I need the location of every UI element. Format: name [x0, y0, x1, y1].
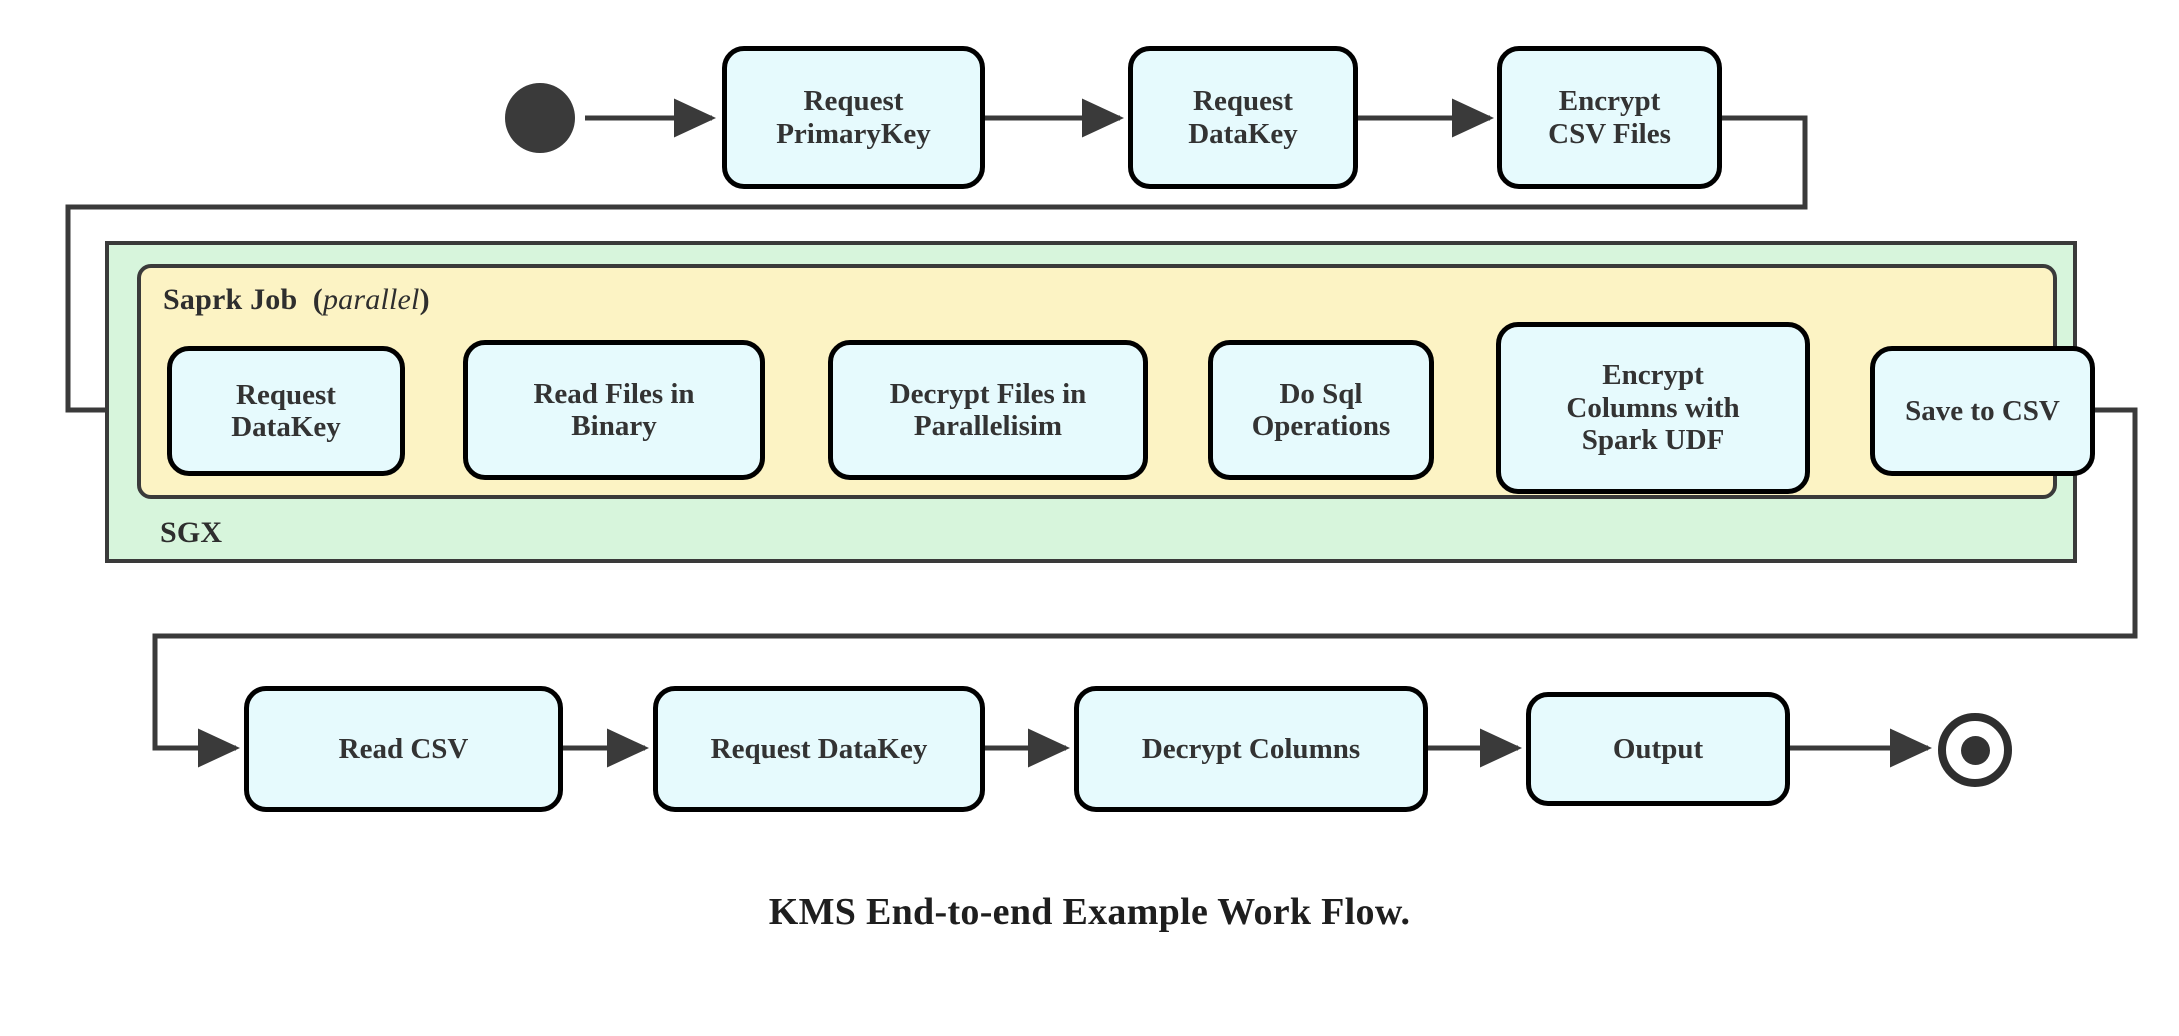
diagram-caption: KMS End-to-end Example Work Flow.	[0, 890, 2179, 934]
node-encrypt-columns-with-spark-udf-label: Encrypt Columns with Spark UDF	[1566, 359, 1740, 457]
node-do-sql-operations[interactable]: Do Sql Operations	[1208, 340, 1434, 480]
spark-label-paren-open: (	[312, 283, 323, 316]
node-read-files-in-binary[interactable]: Read Files in Binary	[463, 340, 765, 480]
node-request-datakey-spark-label: Request DataKey	[231, 378, 341, 443]
node-decrypt-columns-label: Decrypt Columns	[1141, 732, 1361, 765]
spark-label-italic: parallel	[322, 283, 420, 316]
node-request-datakey-spark[interactable]: Request DataKey	[167, 346, 405, 476]
diagram-caption-text: KMS End-to-end Example Work Flow.	[768, 891, 1411, 933]
node-output-label: Output	[1612, 732, 1704, 765]
node-save-to-csv-label: Save to CSV	[1905, 394, 2060, 427]
node-output[interactable]: Output	[1526, 692, 1790, 806]
node-save-to-csv[interactable]: Save to CSV	[1870, 346, 2095, 476]
node-request-datakey-top[interactable]: Request DataKey	[1128, 46, 1358, 189]
node-encrypt-csv-files[interactable]: Encrypt CSV Files	[1497, 46, 1722, 189]
node-request-datakey-bottom[interactable]: Request DataKey	[653, 686, 985, 812]
sgx-label-text: SGX	[160, 516, 223, 549]
end-node[interactable]	[1938, 713, 2012, 787]
node-request-datakey-bottom-label: Request DataKey	[710, 732, 928, 765]
spark-job-container-label: Saprk Job (parallel)	[163, 283, 430, 317]
node-read-csv[interactable]: Read CSV	[244, 686, 563, 812]
node-encrypt-csv-files-label: Encrypt CSV Files	[1548, 85, 1671, 150]
node-encrypt-columns-with-spark-udf[interactable]: Encrypt Columns with Spark UDF	[1496, 322, 1810, 494]
node-decrypt-files-in-parallelisim-label: Decrypt Files in Parallelisim	[889, 377, 1087, 442]
node-do-sql-operations-label: Do Sql Operations	[1251, 377, 1391, 442]
end-node-center	[1960, 735, 1990, 765]
spark-label-bold: Saprk Job	[163, 283, 298, 316]
node-request-primarykey-label: Request PrimaryKey	[776, 85, 931, 150]
spark-label-paren-close: )	[419, 283, 430, 316]
node-request-datakey-top-label: Request DataKey	[1188, 85, 1298, 150]
node-request-primarykey[interactable]: Request PrimaryKey	[722, 46, 985, 189]
node-read-csv-label: Read CSV	[338, 732, 469, 765]
node-decrypt-files-in-parallelisim[interactable]: Decrypt Files in Parallelisim	[828, 340, 1148, 480]
sgx-container-label: SGX	[160, 516, 222, 550]
node-read-files-in-binary-label: Read Files in Binary	[533, 377, 695, 442]
node-decrypt-columns[interactable]: Decrypt Columns	[1074, 686, 1428, 812]
start-node[interactable]	[505, 83, 575, 153]
